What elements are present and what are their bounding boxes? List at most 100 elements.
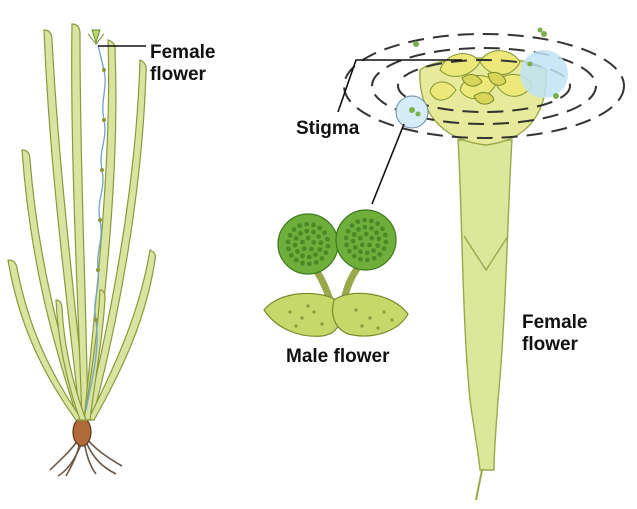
pollen-grain [304,228,310,234]
pollen-sac-right [331,292,409,337]
leaf [43,29,87,421]
small-female-flower [87,29,105,45]
pollen-grain [351,232,357,237]
pollen-grain [362,224,368,230]
pollen-grain [300,253,305,259]
pollen-grain [309,246,314,252]
pollen-grain [369,218,374,224]
pollen-grain [300,239,305,245]
pollen-grain [285,239,291,245]
pollen-grain [317,225,323,231]
label-female-flower-top: Female flower [150,42,216,85]
pollen-grain [344,242,349,248]
pollen-grain [380,226,385,232]
leaf [7,259,84,421]
plant-base [72,417,92,447]
female-flower-long-stalk [457,139,513,471]
pollen-grain [313,259,319,265]
pollen-grain [375,221,381,227]
pollen-grain [297,223,303,229]
pollen-grain [292,242,298,248]
leaf [71,23,89,421]
pollen-grain [318,240,324,246]
pollen-grain [369,225,374,231]
plant-roots [49,439,123,477]
leaf [83,289,106,421]
pollen-grain [358,256,363,262]
pollen-grain [322,230,327,236]
pollen-grain [375,243,381,248]
pollen-bubble [520,50,568,98]
pollen-grain [351,253,357,259]
pollen-grain [298,231,303,236]
pollen-grain [383,232,388,238]
pollen-sac-left [263,292,342,337]
pollen-grain [287,232,293,238]
pollen-grain [325,236,330,242]
pollen-grain [291,227,297,233]
spathe-notch [463,235,509,272]
label-male-flower: Male flower [286,346,390,367]
pollen-grain [371,248,376,254]
leaf [87,249,156,421]
pollen-grain [371,255,377,261]
pollen-grain [367,242,372,248]
large-female-flower [337,27,625,501]
vallisneria-plant [7,23,156,477]
pollen-grain [317,247,323,252]
pollen-grain [323,250,329,256]
pollen-grain [301,246,307,252]
male-flower [263,209,409,337]
pollen-grain [319,256,325,261]
pollen-grain [311,222,316,228]
label-stigma: Stigma [296,118,360,139]
pollen-grain [293,257,299,263]
pollen-grain [377,252,383,257]
label-female-flower-right: Female flower [522,312,588,355]
pollen-grain [325,243,331,249]
pollen-grain [364,250,370,256]
pollen-grain [359,242,365,248]
pollen-grain [350,238,356,244]
pollen-grain [369,235,375,241]
pollen-grain [365,257,370,263]
pollen-grain [362,217,367,223]
pollen-grain [300,260,305,266]
pollen-sac-texture [288,304,394,330]
pollen-grain [305,235,311,241]
pollen-grain [374,230,379,235]
pollen-grain [307,261,312,267]
pollen-grain [306,254,312,260]
pollen-grain [363,231,369,237]
pollen-grain [311,229,316,235]
pollen-grain [349,223,355,229]
pollen-grain [343,235,349,241]
pollen-grain [358,249,363,255]
pollen-grain [289,252,294,258]
pollen-grain [304,221,309,227]
pollen-grain [316,234,321,239]
leaf [55,299,87,421]
leaf [85,59,147,421]
pollen-grain [345,228,351,234]
pollen-grain [286,246,291,252]
pollen-grain [358,235,363,241]
pollen-grains [285,217,389,267]
pollen-grain [353,245,358,250]
pollen-grain [293,236,299,241]
stigma-pointer-lines [337,59,462,205]
pollen-grain [313,252,318,257]
pollen-grain [383,239,389,245]
water-surface-rings [343,33,625,139]
pollen-grain [356,227,361,232]
pollen-grain [381,246,387,252]
stigmas [461,71,507,105]
pollen-grain [376,236,382,242]
plant-leaves [7,23,156,421]
stalk-nodes [94,68,106,322]
pollen-grain [347,248,352,254]
pollen-grain [311,239,317,245]
floating-male-flowers [409,27,559,117]
pollen-grain [295,249,300,254]
